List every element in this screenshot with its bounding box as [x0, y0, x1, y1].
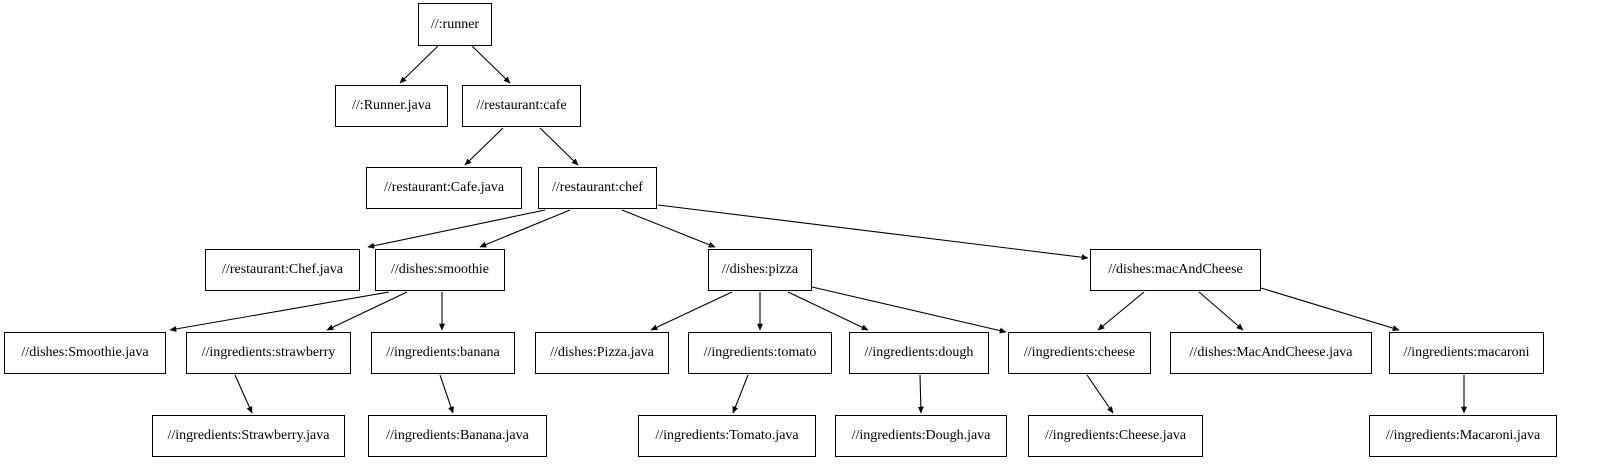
graph-node-ing_macaroni[interactable]: //ingredients:macaroni: [1389, 332, 1544, 374]
graph-node-label: //:runner: [430, 16, 480, 32]
graph-node-label: //restaurant:Cafe.java: [383, 180, 505, 195]
graph-node-dough_java[interactable]: //ingredients:Dough.java: [835, 415, 1007, 457]
graph-node-label: //dishes:smoothie: [391, 262, 489, 277]
graph-node-label: //dishes:macAndCheese: [1108, 262, 1243, 277]
graph-node-ing_cheese[interactable]: //ingredients:cheese: [1008, 332, 1151, 374]
graph-node-label: //ingredients:banana: [386, 345, 500, 360]
graph-node-label: //dishes:MacAndCheese.java: [1189, 345, 1353, 360]
graph-node-label: //ingredients:Banana.java: [386, 428, 529, 443]
graph-node-banana_java[interactable]: //ingredients:Banana.java: [368, 415, 547, 457]
graph-node-label: //ingredients:Strawberry.java: [167, 428, 330, 443]
graph-node-macaroni_java[interactable]: //ingredients:Macaroni.java: [1369, 415, 1557, 457]
graph-node-smoothie_java[interactable]: //dishes:Smoothie.java: [4, 332, 166, 374]
graph-node-runner[interactable]: //:runner: [418, 3, 492, 46]
graph-node-dishes_macandcheese[interactable]: //dishes:macAndCheese: [1090, 249, 1261, 291]
graph-node-ing_dough[interactable]: //ingredients:dough: [849, 332, 989, 374]
graph-node-cafe_java[interactable]: //restaurant:Cafe.java: [366, 167, 522, 209]
graph-node-strawberry_java[interactable]: //ingredients:Strawberry.java: [152, 415, 345, 457]
graph-node-label: //ingredients:macaroni: [1403, 345, 1530, 360]
graph-node-label: //restaurant:Chef.java: [222, 262, 343, 277]
graph-node-dishes_pizza[interactable]: //dishes:pizza: [708, 249, 812, 291]
graph-node-restaurant_chef[interactable]: //restaurant:chef: [538, 167, 657, 209]
graph-node-dishes_smoothie[interactable]: //dishes:smoothie: [375, 249, 505, 291]
graph-node-pizza_java[interactable]: //dishes:Pizza.java: [535, 332, 669, 374]
graph-node-ing_banana[interactable]: //ingredients:banana: [371, 332, 515, 374]
graph-node-cheese_java[interactable]: //ingredients:Cheese.java: [1028, 415, 1203, 457]
graph-node-label: //ingredients:Macaroni.java: [1385, 428, 1541, 443]
graph-node-label: //ingredients:strawberry: [201, 345, 336, 360]
graph-node-label: //restaurant:cafe: [476, 98, 567, 113]
graph-node-label: //restaurant:chef: [552, 180, 643, 195]
graph-node-tomato_java[interactable]: //ingredients:Tomato.java: [638, 415, 816, 457]
graph-node-chef_java[interactable]: //restaurant:Chef.java: [205, 249, 360, 291]
graph-node-label: //ingredients:Cheese.java: [1044, 428, 1187, 443]
graph-node-ing_tomato[interactable]: //ingredients:tomato: [688, 332, 832, 374]
graph-node-ing_strawberry[interactable]: //ingredients:strawberry: [186, 332, 351, 374]
graph-node-label: //dishes:Smoothie.java: [21, 345, 149, 360]
graph-node-label: //ingredients:Tomato.java: [655, 428, 799, 443]
graph-node-label: //:Runner.java: [352, 98, 431, 113]
graph-node-runner_java[interactable]: //:Runner.java: [335, 85, 448, 127]
graph-node-label: //ingredients:tomato: [703, 345, 817, 360]
graph-node-label: //dishes:pizza: [721, 262, 799, 277]
graph-node-label: //dishes:Pizza.java: [550, 345, 654, 360]
graph-node-label: //ingredients:cheese: [1023, 345, 1136, 360]
graph-node-label: //ingredients:Dough.java: [851, 428, 991, 443]
graph-node-label: //ingredients:dough: [864, 345, 974, 360]
graph-node-macandcheese_java[interactable]: //dishes:MacAndCheese.java: [1170, 332, 1372, 374]
graph-node-restaurant_cafe[interactable]: //restaurant:cafe: [462, 85, 581, 127]
